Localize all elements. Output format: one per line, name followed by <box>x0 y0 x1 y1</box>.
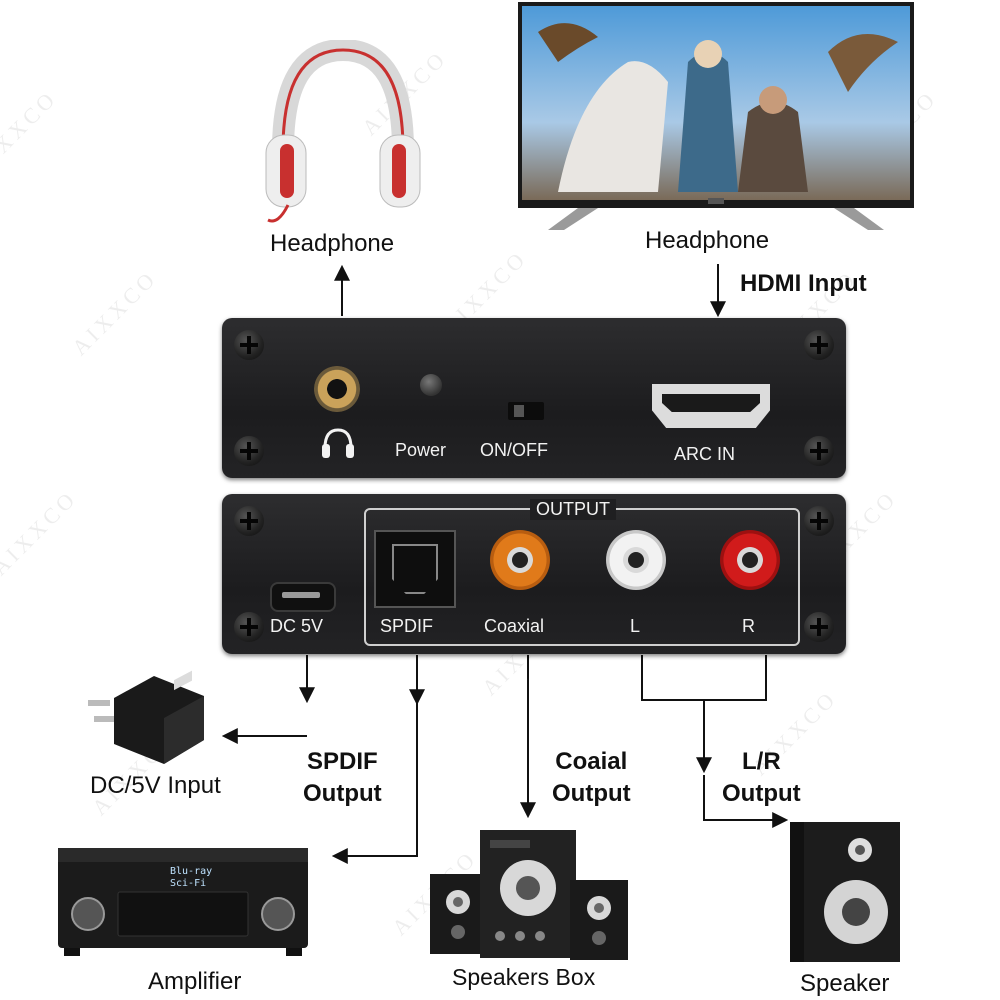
spdif-label: SPDIF <box>380 616 434 636</box>
headphone-device <box>258 38 428 230</box>
screw-icon <box>234 506 264 536</box>
lr-bracket <box>641 655 767 701</box>
back-panel: OUTPUT DC 5V SPDIF Coaxial L R <box>222 494 846 654</box>
tv-label: Headphone <box>645 227 770 254</box>
coaxial-label: Coaxial <box>484 616 545 636</box>
spdif-port[interactable] <box>374 530 456 608</box>
dc-5v-label: DC 5V <box>270 616 324 636</box>
screw-icon <box>234 330 264 360</box>
speakers-box-device <box>430 826 630 962</box>
amplifier-device: Blu-ray Sci-Fi <box>58 848 308 958</box>
amplifier-display-line1: Blu-ray <box>170 866 213 877</box>
speaker-device <box>790 822 900 962</box>
left-audio-port[interactable] <box>606 530 666 590</box>
power-label: Power <box>395 440 447 460</box>
speaker-label: Speaker <box>800 970 890 997</box>
coaxial-port[interactable] <box>490 530 550 590</box>
micro-usb-port[interactable] <box>270 582 336 612</box>
front-panel: Power ON/OFF ARC IN <box>222 318 846 478</box>
arc-in-label: ARC IN <box>674 444 736 464</box>
amplifier-display-line2: Sci-Fi <box>170 878 207 889</box>
speakers-box-icon <box>430 830 628 960</box>
on-off-switch[interactable] <box>508 402 544 420</box>
l-label: L <box>630 616 641 636</box>
screw-icon <box>804 436 834 466</box>
arrow-spdif-to-amp <box>331 702 418 864</box>
coaxial-output-label: Coaial Output <box>552 748 631 807</box>
screw-icon <box>804 612 834 642</box>
tv-device <box>518 2 914 232</box>
headphone-icon <box>265 38 421 223</box>
power-led <box>420 374 442 396</box>
screw-icon <box>234 612 264 642</box>
r-label: R <box>742 616 755 636</box>
right-audio-port[interactable] <box>720 530 780 590</box>
dc-input-label: DC/5V Input <box>90 772 221 799</box>
tv-icon <box>518 2 914 230</box>
hdmi-port[interactable] <box>652 384 770 428</box>
headphone-jack[interactable] <box>314 366 360 412</box>
lr-output-label: L/R Output <box>722 748 801 807</box>
headphone-label: Headphone <box>270 230 395 257</box>
hdmi-input-label: HDMI Input <box>740 270 867 297</box>
screw-icon <box>234 436 264 466</box>
screw-icon <box>804 330 834 360</box>
screw-icon <box>804 506 834 536</box>
arrow-lr-to-speaker <box>703 775 789 828</box>
power-adapter-icon <box>88 670 204 764</box>
output-label: OUTPUT <box>530 499 616 520</box>
speaker-icon <box>790 822 900 962</box>
power-adapter <box>84 668 210 768</box>
on-off-label: ON/OFF <box>480 440 548 460</box>
headphone-icon <box>322 428 354 458</box>
spdif-output-label: SPDIF Output <box>303 748 382 807</box>
amplifier-icon <box>58 848 308 956</box>
speakers-box-label: Speakers Box <box>452 964 596 990</box>
amplifier-label: Amplifier <box>148 968 242 995</box>
